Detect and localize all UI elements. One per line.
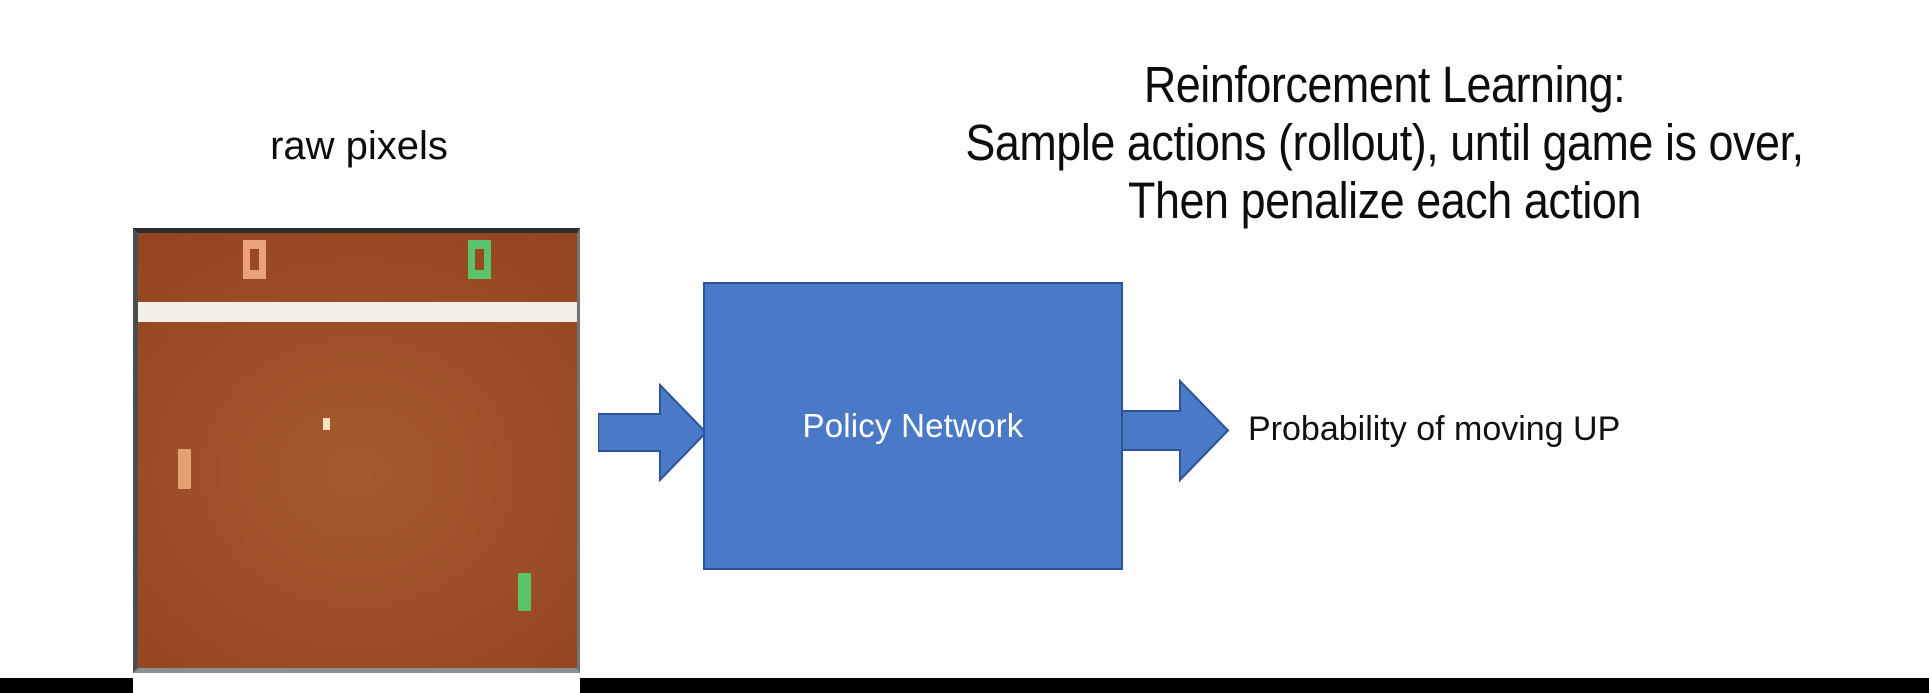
pong-divider-line: [138, 301, 577, 322]
right-arrow-icon: [597, 382, 708, 483]
slide-heading: Reinforcement Learning: Sample actions (…: [905, 56, 1863, 230]
pong-paddle-right: [518, 573, 531, 611]
output-label: Probability of moving UP: [1248, 410, 1621, 448]
policy-network-label: Policy Network: [802, 407, 1024, 444]
score-left-digit: [243, 239, 266, 279]
score-right-digit: [468, 239, 491, 279]
pong-game-screenshot: [133, 228, 580, 673]
heading-line-2: Sample actions (rollout), until game is …: [965, 114, 1804, 171]
pong-ball: [323, 418, 330, 430]
pong-screen: [138, 233, 577, 668]
heading-line-3: Then penalize each action: [1128, 172, 1641, 229]
bottom-bar-left: [0, 678, 133, 693]
pong-scorebar: [138, 233, 577, 303]
heading-line-1: Reinforcement Learning:: [1143, 56, 1626, 113]
policy-network-box: Policy Network: [703, 282, 1123, 570]
bottom-bar-right: [580, 678, 1929, 693]
raw-pixels-caption: raw pixels: [270, 124, 448, 168]
right-arrow-icon-output: [1121, 378, 1230, 483]
right-arrow-icon-input: [597, 382, 708, 483]
right-arrow-icon: [1121, 378, 1230, 483]
pong-paddle-left: [178, 449, 191, 489]
